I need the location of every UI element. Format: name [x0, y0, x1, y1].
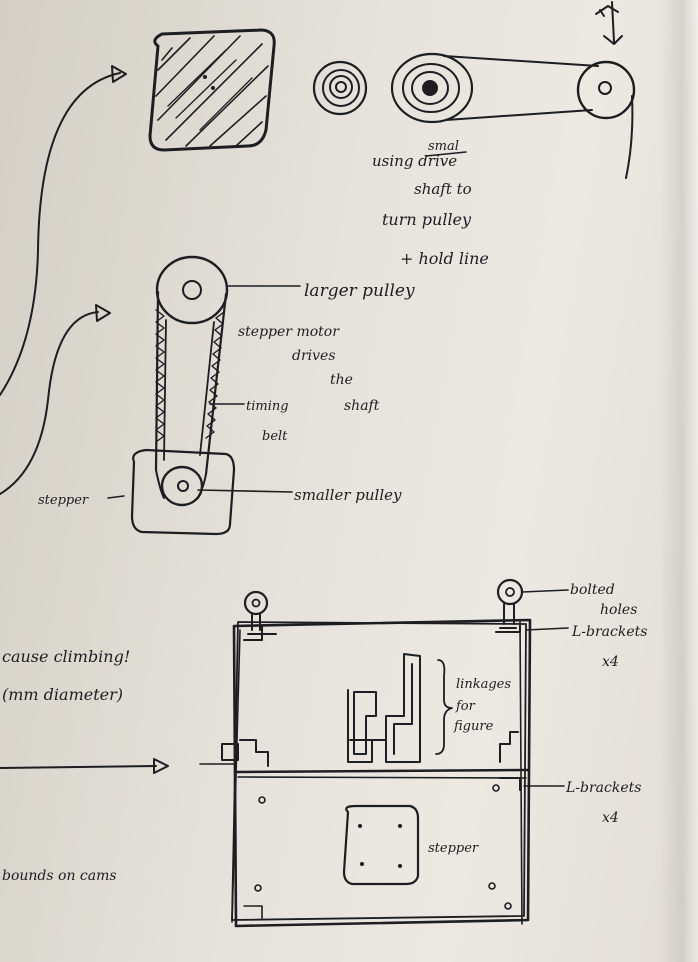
note-drive-line3: turn pulley — [382, 210, 472, 229]
label-bolted-holes-line1: bolted — [570, 582, 615, 598]
label-bolted-holes-line2: holes — [600, 602, 637, 618]
notes-left-cut: cause climbing! (mm diameter) bounds on … — [2, 647, 130, 884]
note-left-cut-3: bounds on cams — [2, 868, 117, 884]
note-stepper-line3: the — [330, 372, 353, 388]
label-smaller-pulley: smaller pulley — [294, 486, 402, 504]
label-linkages-line1: linkages — [456, 677, 511, 692]
arrow-to-square — [0, 66, 126, 395]
label-l-brackets-mid: L-brackets x4 — [565, 780, 641, 826]
label-l-brackets-top-line1: L-brackets — [571, 624, 647, 640]
belt-pulley-sketch — [108, 257, 300, 534]
arrow-to-enclosure — [0, 759, 168, 773]
label-larger-pulley: larger pulley — [304, 281, 415, 301]
label-l-brackets-top-line2: x4 — [602, 654, 619, 670]
note-left-cut-2: (mm diameter) — [2, 685, 123, 704]
notes-drive: using drive smal shaft to turn pulley + … — [372, 139, 489, 268]
label-l-brackets-mid-line2: x4 — [602, 810, 619, 826]
label-bolted-holes: bolted holes — [570, 582, 637, 618]
note-drive-line4: + hold line — [400, 249, 489, 268]
note-stepper-line4: shaft — [344, 398, 380, 414]
arrow-to-belt — [0, 305, 110, 494]
note-left-cut-1: cause climbing! — [2, 647, 130, 666]
label-stepper-box: stepper — [428, 841, 479, 856]
note-stepper-line2: drives — [292, 348, 336, 364]
note-drive-line2: shaft to — [414, 180, 472, 198]
label-linkages: linkages for figure — [453, 677, 511, 734]
hatched-square-sketch — [150, 30, 274, 150]
note-struck-word: smal — [428, 139, 459, 154]
small-spiral-sketch — [314, 62, 366, 114]
label-linkages-line3: figure — [453, 719, 494, 734]
label-l-brackets-mid-line1: L-brackets — [565, 780, 641, 796]
label-timing-belt: timing belt — [246, 399, 289, 444]
note-stepper-line1: stepper motor — [238, 324, 340, 340]
label-linkages-line2: for — [455, 699, 476, 714]
label-stepper: stepper — [38, 493, 89, 508]
label-l-brackets-top: L-brackets x4 — [571, 624, 647, 670]
label-timing-belt-line1: timing — [246, 399, 289, 414]
label-timing-belt-line2: belt — [262, 429, 288, 444]
enclosure-box-sketch — [200, 580, 568, 926]
